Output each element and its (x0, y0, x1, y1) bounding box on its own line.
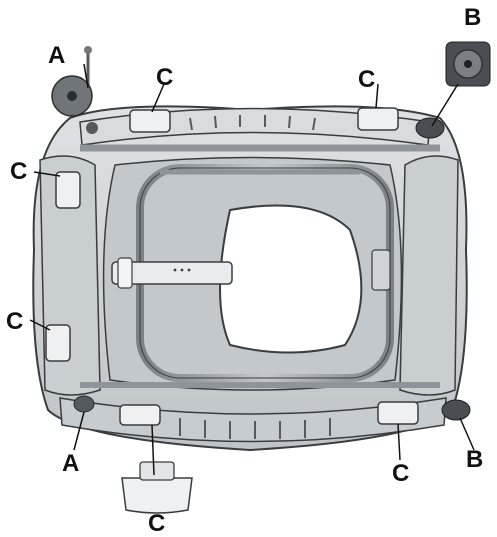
callout-c-top-right: C (358, 66, 376, 93)
seat-opening (219, 204, 363, 354)
bottom-rim (59, 397, 447, 443)
foot-pad-icon (45, 107, 419, 426)
callout-c-bottom-right: C (392, 460, 410, 487)
callout-b-wheel-top: B (464, 4, 482, 31)
latch-bar (111, 261, 233, 285)
wheel-icon-top (445, 41, 491, 87)
callout-a-caster-bottom: A (62, 450, 80, 477)
callout-c-bottom-center: C (148, 510, 166, 537)
callout-c-left-upper: C (10, 158, 28, 185)
callout-a-caster-top: A (48, 42, 66, 69)
installed-wheel-bottom (441, 399, 471, 421)
installed-wheel-top (415, 117, 445, 139)
callout-b-wheel-bottom: B (466, 446, 484, 473)
top-ribs (189, 115, 316, 131)
right-side-panel (399, 155, 459, 396)
callout-c-top-left: C (156, 64, 174, 91)
frame-hinge (371, 249, 391, 291)
callout-c-left-lower: C (6, 308, 24, 335)
bottom-ribs (179, 418, 331, 439)
installed-caster-bottom (73, 395, 95, 413)
installed-caster-top (86, 122, 98, 134)
leader-lines (29, 63, 475, 476)
caster-wheel-icon (51, 46, 93, 117)
loose-foot-pad-icon (121, 461, 193, 514)
